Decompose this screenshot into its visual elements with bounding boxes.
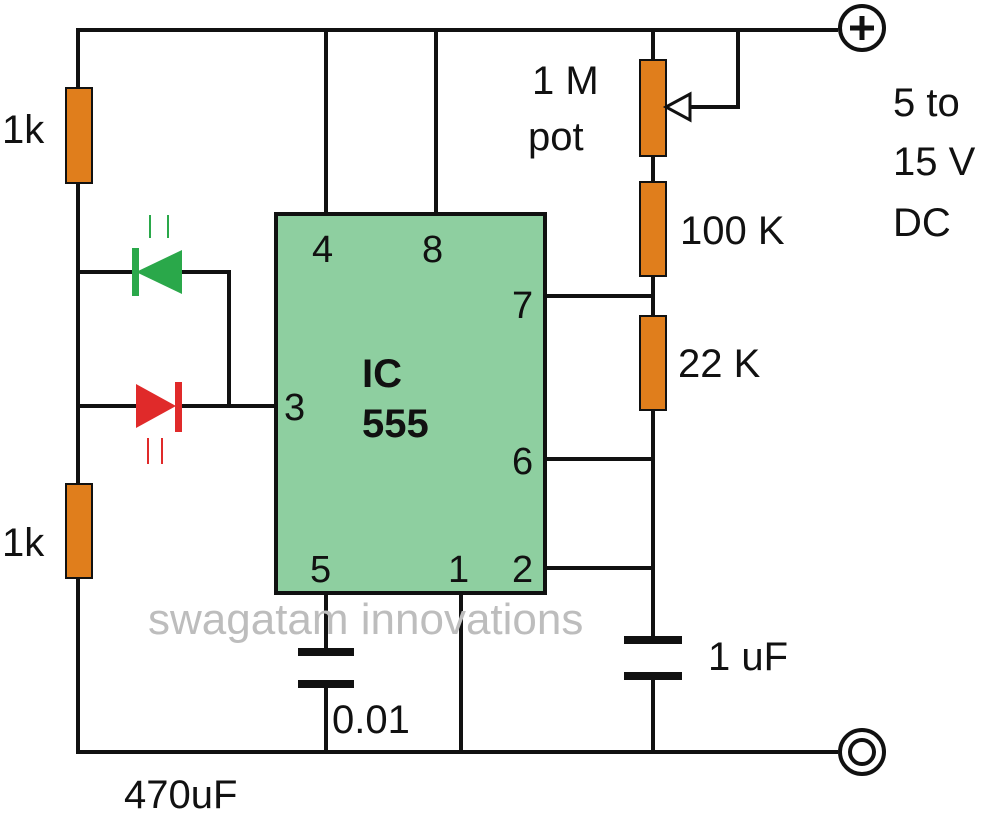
ic-title-line1: IC: [362, 352, 402, 396]
ic-pin-2: 2: [512, 549, 533, 591]
resistor-1k-bottom: [65, 483, 93, 579]
label-pot-line2: pot: [528, 115, 584, 159]
label-r-top-left: 1k: [2, 108, 45, 152]
ic-pin-6: 6: [512, 441, 533, 483]
label-supply-line3: DC: [893, 201, 951, 245]
label-supply-line2: 15 V: [893, 140, 976, 184]
red-led-icon: [136, 382, 182, 464]
pot-wiper-arrow-icon: [662, 91, 692, 123]
watermark-text: swagatam innovations: [148, 595, 583, 644]
label-cap-001: 0.01: [332, 698, 410, 742]
wires: [76, 28, 838, 754]
green-led-icon: [132, 215, 182, 296]
ic-pin-8: 8: [422, 229, 443, 271]
ic-pin-3: 3: [284, 387, 305, 429]
resistor-100k: [639, 181, 667, 277]
capacitor-001: [298, 648, 354, 688]
ic-title-line2: 555: [362, 402, 429, 446]
ic-pin-1: 1: [448, 549, 469, 591]
ground-terminal-icon: [838, 728, 886, 776]
label-r-100k: 100 K: [680, 209, 785, 253]
label-supply-line1: 5 to: [893, 81, 960, 125]
label-pot-line1: 1 M: [532, 59, 599, 103]
ic-555-body: [274, 212, 547, 595]
label-cap-470: 470uF: [124, 773, 237, 817]
ic-pin-7: 7: [512, 285, 533, 327]
plus-terminal-icon: [838, 4, 886, 52]
label-cap-1uf: 1 uF: [708, 635, 788, 679]
ic-pin-5: 5: [310, 549, 331, 591]
capacitor-1uf: [624, 636, 682, 680]
resistor-1k-top: [65, 87, 93, 184]
potentiometer-1m: [639, 59, 667, 157]
resistor-22k: [639, 315, 667, 411]
label-r-bottom-left: 1k: [2, 521, 45, 565]
ic-pin-4: 4: [312, 229, 333, 271]
label-r-22k: 22 K: [678, 342, 761, 386]
